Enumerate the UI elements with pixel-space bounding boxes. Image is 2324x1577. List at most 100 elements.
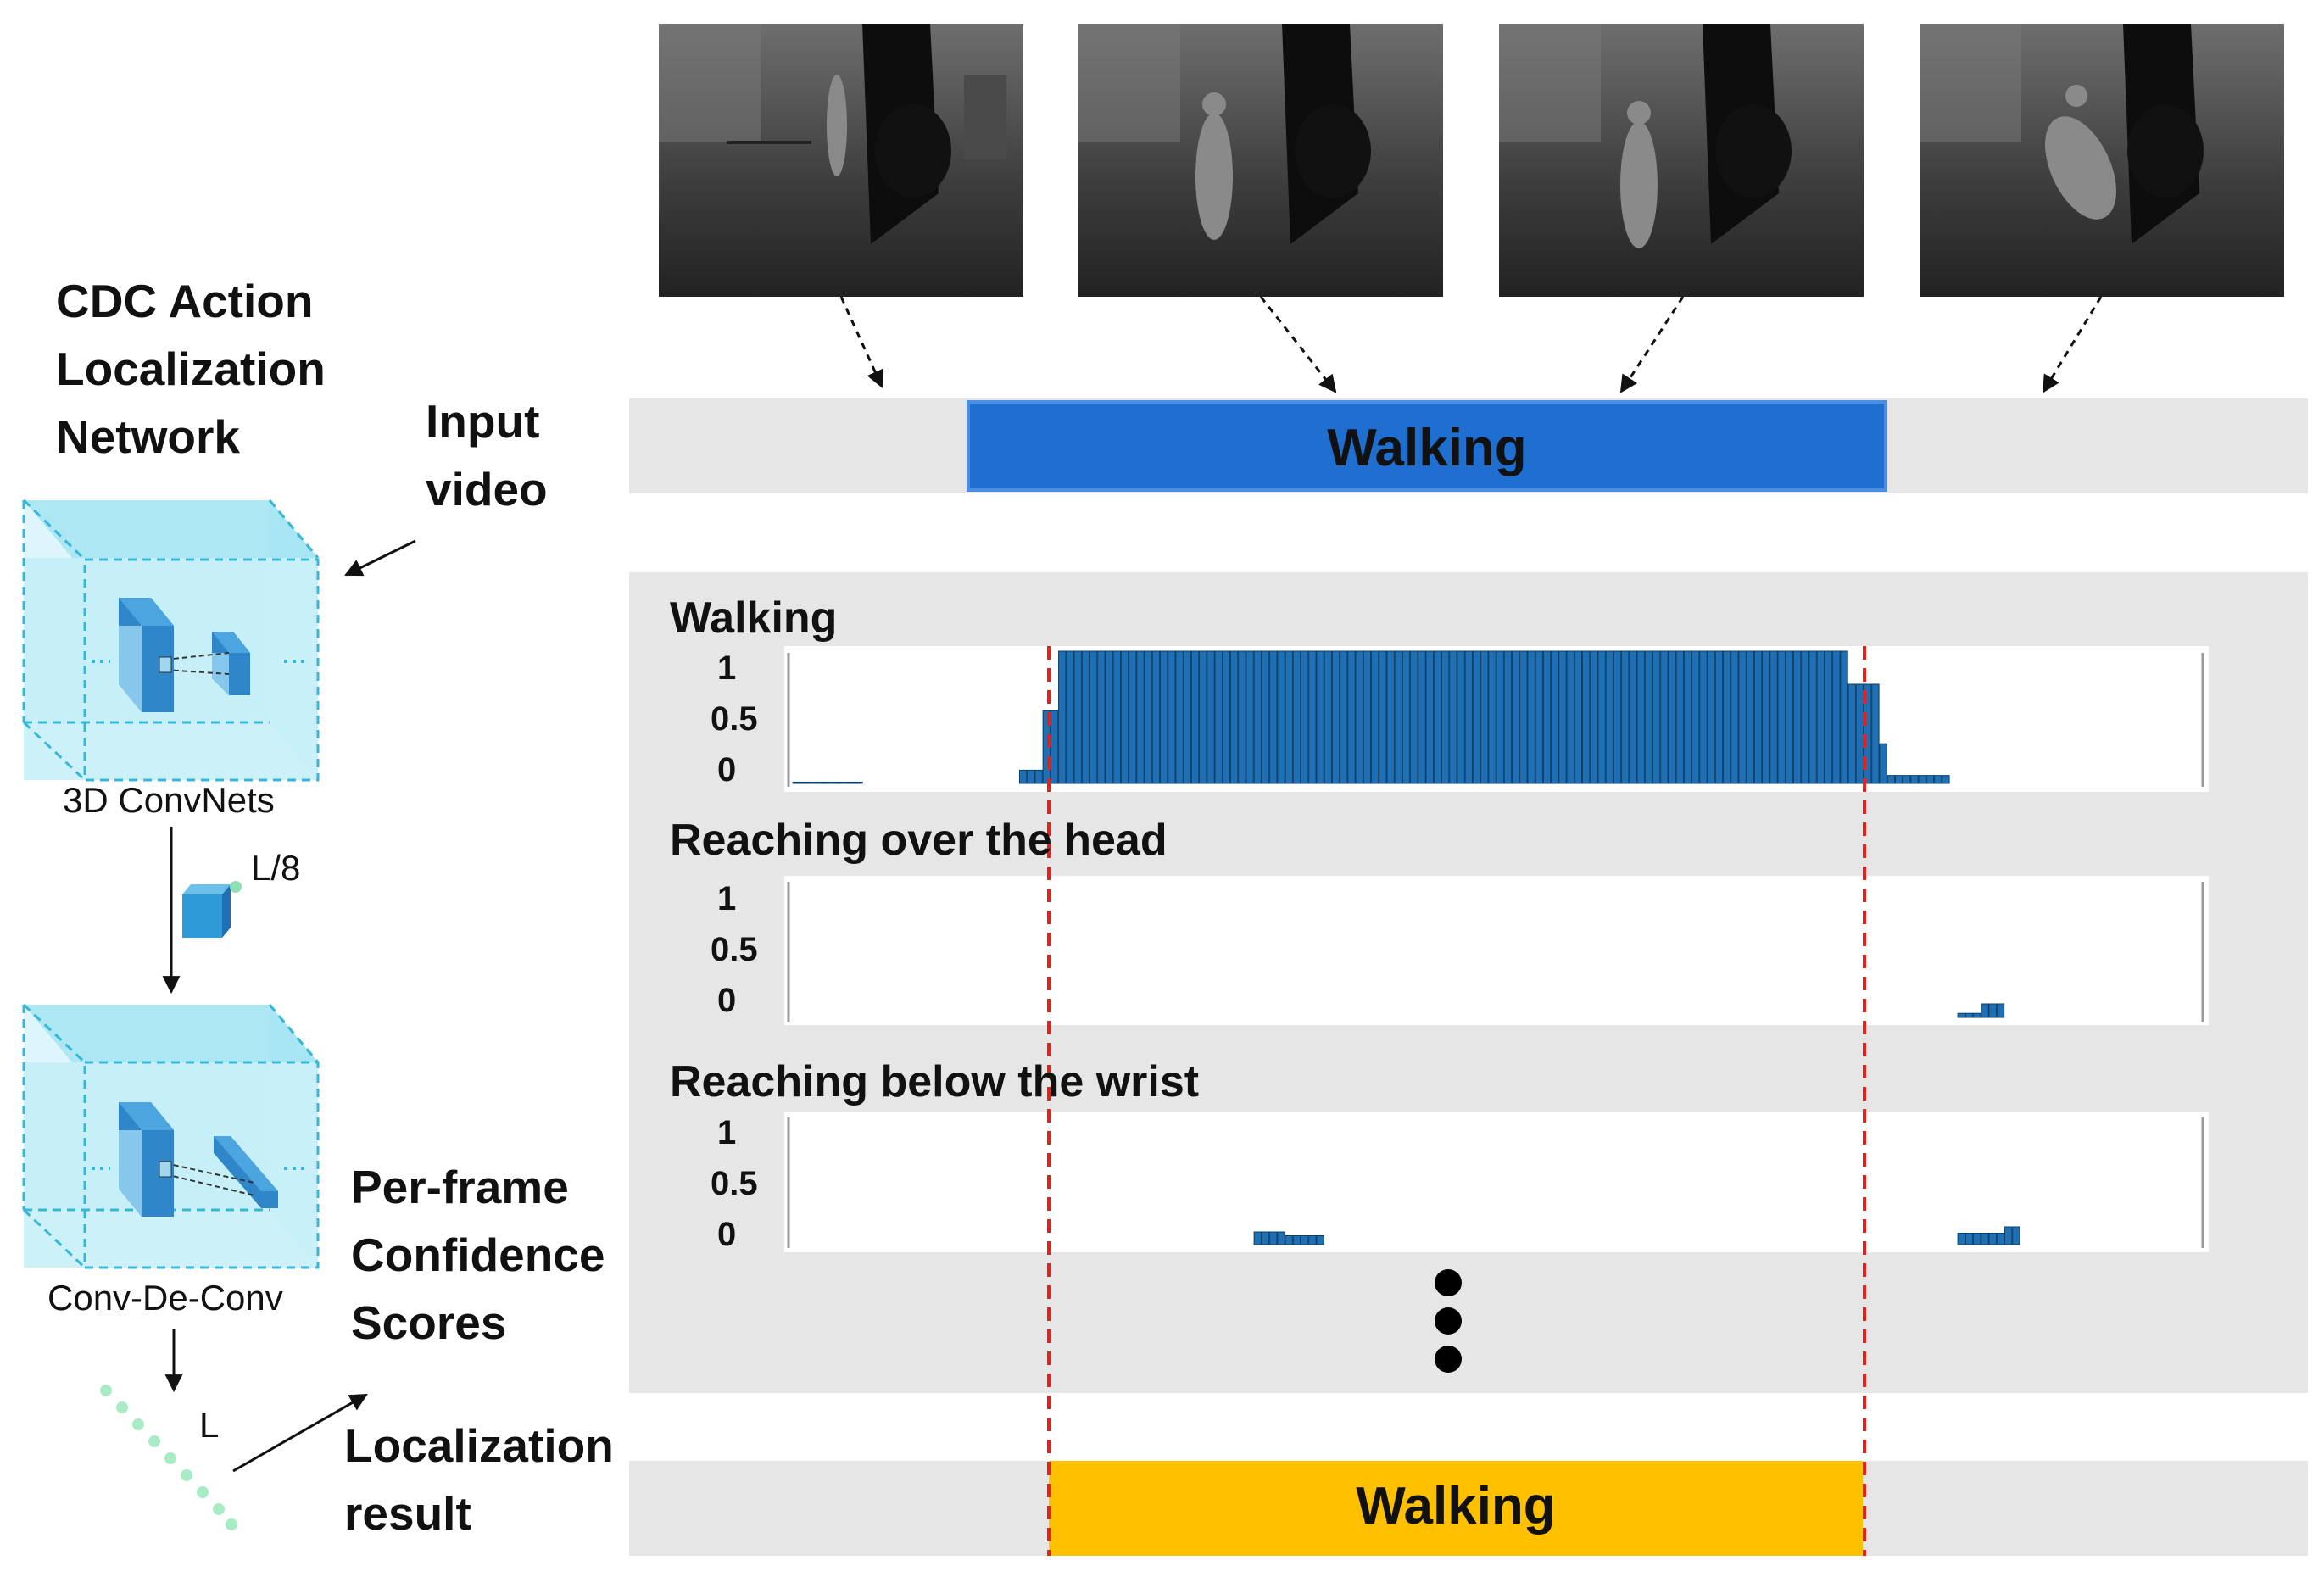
score-bar: [1910, 775, 1919, 784]
reaching-over-head-ytick-top: 1: [717, 880, 737, 917]
score-bar: [1566, 650, 1574, 784]
video-frame-3: [1499, 24, 1864, 297]
scores-label-line-3: Scores: [351, 1296, 507, 1349]
scores-label-line-2: Confidence: [351, 1229, 605, 1281]
score-bar: [1824, 650, 1833, 784]
score-bar: [1675, 650, 1685, 784]
score-bar: [1668, 650, 1676, 784]
score-bar: [1159, 650, 1168, 784]
score-bar: [1402, 650, 1411, 784]
score-bar: [1449, 650, 1457, 784]
score-bar: [1613, 650, 1622, 784]
video-frame-1-image: [659, 24, 1023, 297]
score-bar: [1112, 650, 1122, 784]
score-bar: [1081, 650, 1090, 784]
score-bar: [1129, 650, 1137, 784]
score-bar: [1394, 650, 1403, 784]
score-bar: [1418, 650, 1426, 784]
score-bar: [1801, 650, 1809, 784]
convnet-cube: [22, 499, 320, 782]
score-bar: [831, 781, 840, 784]
score-bar: [1918, 775, 1926, 784]
score-bar: [1753, 650, 1763, 784]
reaching-over-head-chart-title: Reaching over the head: [670, 816, 1168, 865]
score-bar: [1105, 650, 1113, 784]
score-bar: [1457, 650, 1465, 784]
reaching-below-wrist-ytick-mid: 0.5: [711, 1165, 758, 1202]
score-bar: [1683, 650, 1692, 784]
score-bar: [1535, 650, 1544, 784]
score-bar: [1542, 650, 1552, 784]
score-bar: [1762, 650, 1770, 784]
score-bar: [1590, 650, 1598, 784]
score-bar: [1981, 1003, 1989, 1018]
score-bar: [1714, 650, 1724, 784]
score-bar: [1058, 650, 1067, 784]
score-bar: [1316, 1235, 1324, 1245]
score-bar: [1331, 650, 1340, 784]
result-bar: [1049, 1461, 1863, 1556]
score-bar: [1863, 683, 1872, 784]
score-bar: [1519, 650, 1528, 784]
score-bar: [1441, 650, 1450, 784]
score-bar: [1183, 650, 1192, 784]
reaching-over-head-score-chart: [784, 876, 2209, 1025]
score-bar: [1285, 1235, 1293, 1245]
score-bar: [1957, 1012, 1966, 1018]
score-bar: [1027, 769, 1035, 784]
ellipsis-dot-3: [1435, 1346, 1462, 1373]
reaching-below-wrist-bars: [1253, 1226, 2020, 1245]
score-bar: [1636, 650, 1645, 784]
score-bar: [1621, 650, 1630, 784]
score-bar: [1871, 683, 1880, 784]
convnet-label: 3D ConvNets: [63, 780, 275, 820]
score-bar: [1816, 650, 1825, 784]
score-bar: [1292, 650, 1301, 784]
walking-chart-title: Walking: [670, 593, 838, 643]
score-bar: [1652, 650, 1661, 784]
score-bar: [1464, 650, 1474, 784]
score-bar: [1503, 650, 1513, 784]
cdc-label: Conv-De-Conv: [47, 1278, 283, 1318]
score-bar: [1496, 650, 1504, 784]
network-title-line-2: Localization: [56, 343, 326, 395]
score-bar: [1316, 650, 1324, 784]
score-bar: [1988, 1233, 1997, 1245]
ground-truth-bar: [967, 400, 1887, 492]
score-bar: [1136, 650, 1145, 784]
result-label-line-1: Localization: [344, 1419, 614, 1472]
reaching-over-head-plot-area: [784, 876, 2209, 1025]
score-bar: [1308, 1235, 1317, 1245]
frame-4-arrow: [2042, 296, 2103, 393]
result-label: Walking: [1356, 1477, 1556, 1535]
score-bar: [1926, 775, 1935, 784]
score-bar: [1285, 650, 1293, 784]
reaching-over-head-ytick-mid: 0.5: [711, 931, 758, 968]
score-bar: [1222, 650, 1231, 784]
score-bar: [1144, 650, 1152, 784]
score-bar: [823, 781, 832, 784]
score-bar: [1527, 650, 1535, 784]
score-bar: [1855, 683, 1864, 784]
score-bar: [1973, 1233, 1981, 1245]
score-bar: [1785, 650, 1794, 784]
score-bar: [1238, 650, 1246, 784]
score-bar: [1558, 650, 1567, 784]
score-bar: [1097, 650, 1106, 784]
score-bar: [1175, 650, 1184, 784]
score-bar: [1996, 1233, 2005, 1245]
score-bar: [1050, 710, 1059, 784]
score-bar: [1629, 650, 1637, 784]
score-bar: [1324, 650, 1333, 784]
cdc-cube: [22, 1003, 320, 1269]
score-bar: [1261, 1231, 1270, 1245]
score-bar: [1746, 650, 1755, 784]
score-bar: [1066, 650, 1074, 784]
per-frame-output-dots: [100, 1385, 237, 1530]
score-bar: [1777, 650, 1786, 784]
score-bar: [800, 781, 809, 784]
score-bar: [1073, 650, 1082, 784]
score-bar: [839, 781, 848, 784]
network-title-line-3: Network: [56, 410, 240, 463]
score-bar: [1722, 650, 1731, 784]
